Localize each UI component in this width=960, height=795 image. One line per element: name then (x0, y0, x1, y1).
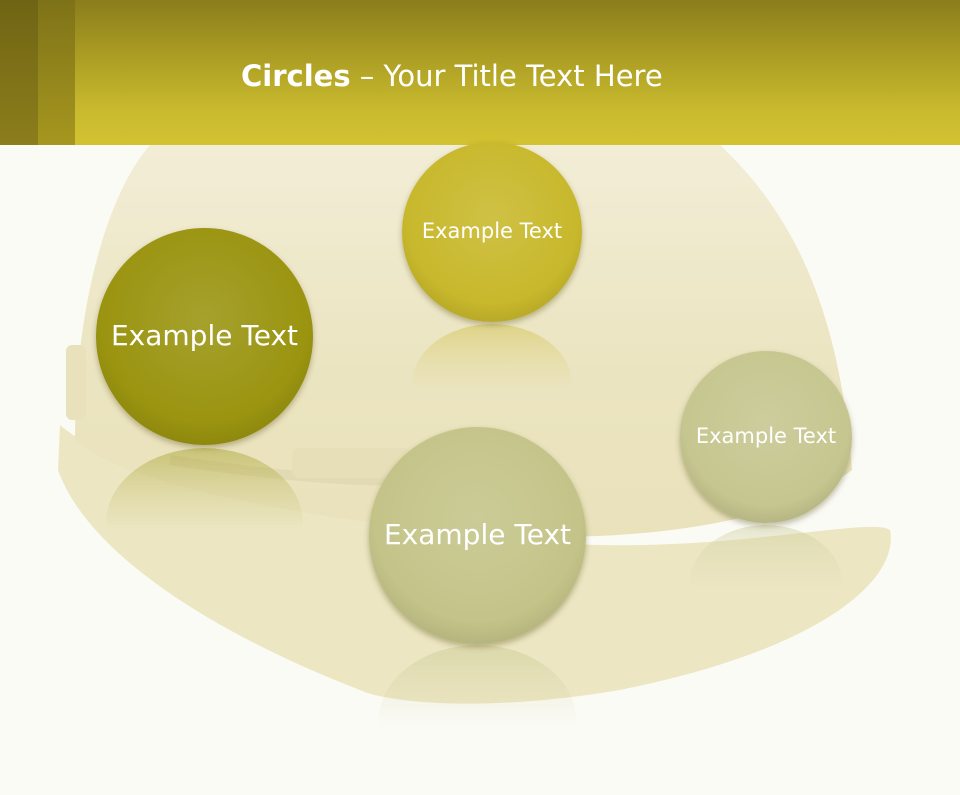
helmet-side-tab (66, 345, 86, 420)
circle-2[interactable]: Example Text (402, 142, 582, 322)
circle-3[interactable]: Example Text (369, 427, 586, 644)
circle-3-reflection (379, 645, 576, 795)
accent-stripe-dark (0, 0, 38, 145)
accent-stripe-light (38, 0, 75, 145)
circle-4-reflection (690, 525, 842, 640)
circle-1-label: Example Text (110, 319, 298, 353)
circle-4[interactable]: Example Text (680, 351, 852, 523)
helmet-dome (75, 145, 852, 537)
circle-group-1: Example Text (96, 228, 313, 598)
title-bar (0, 0, 960, 145)
slide-title-rest: – Your Title Text Here (350, 59, 663, 93)
circle-group-2: Example Text (402, 142, 582, 444)
circle-1[interactable]: Example Text (96, 228, 313, 445)
circle-group-3: Example Text (369, 427, 586, 795)
circle-group-4: Example Text (680, 351, 852, 640)
circle-4-label: Example Text (695, 424, 837, 449)
circle-2-reflection (412, 324, 572, 444)
circle-3-label: Example Text (383, 518, 571, 552)
circle-1-reflection (106, 448, 303, 598)
circle-2-label: Example Text (421, 219, 563, 244)
helmet-clip (292, 448, 412, 478)
slide-title: Circles – Your Title Text Here (241, 56, 663, 96)
slide-title-bold: Circles (241, 59, 351, 93)
